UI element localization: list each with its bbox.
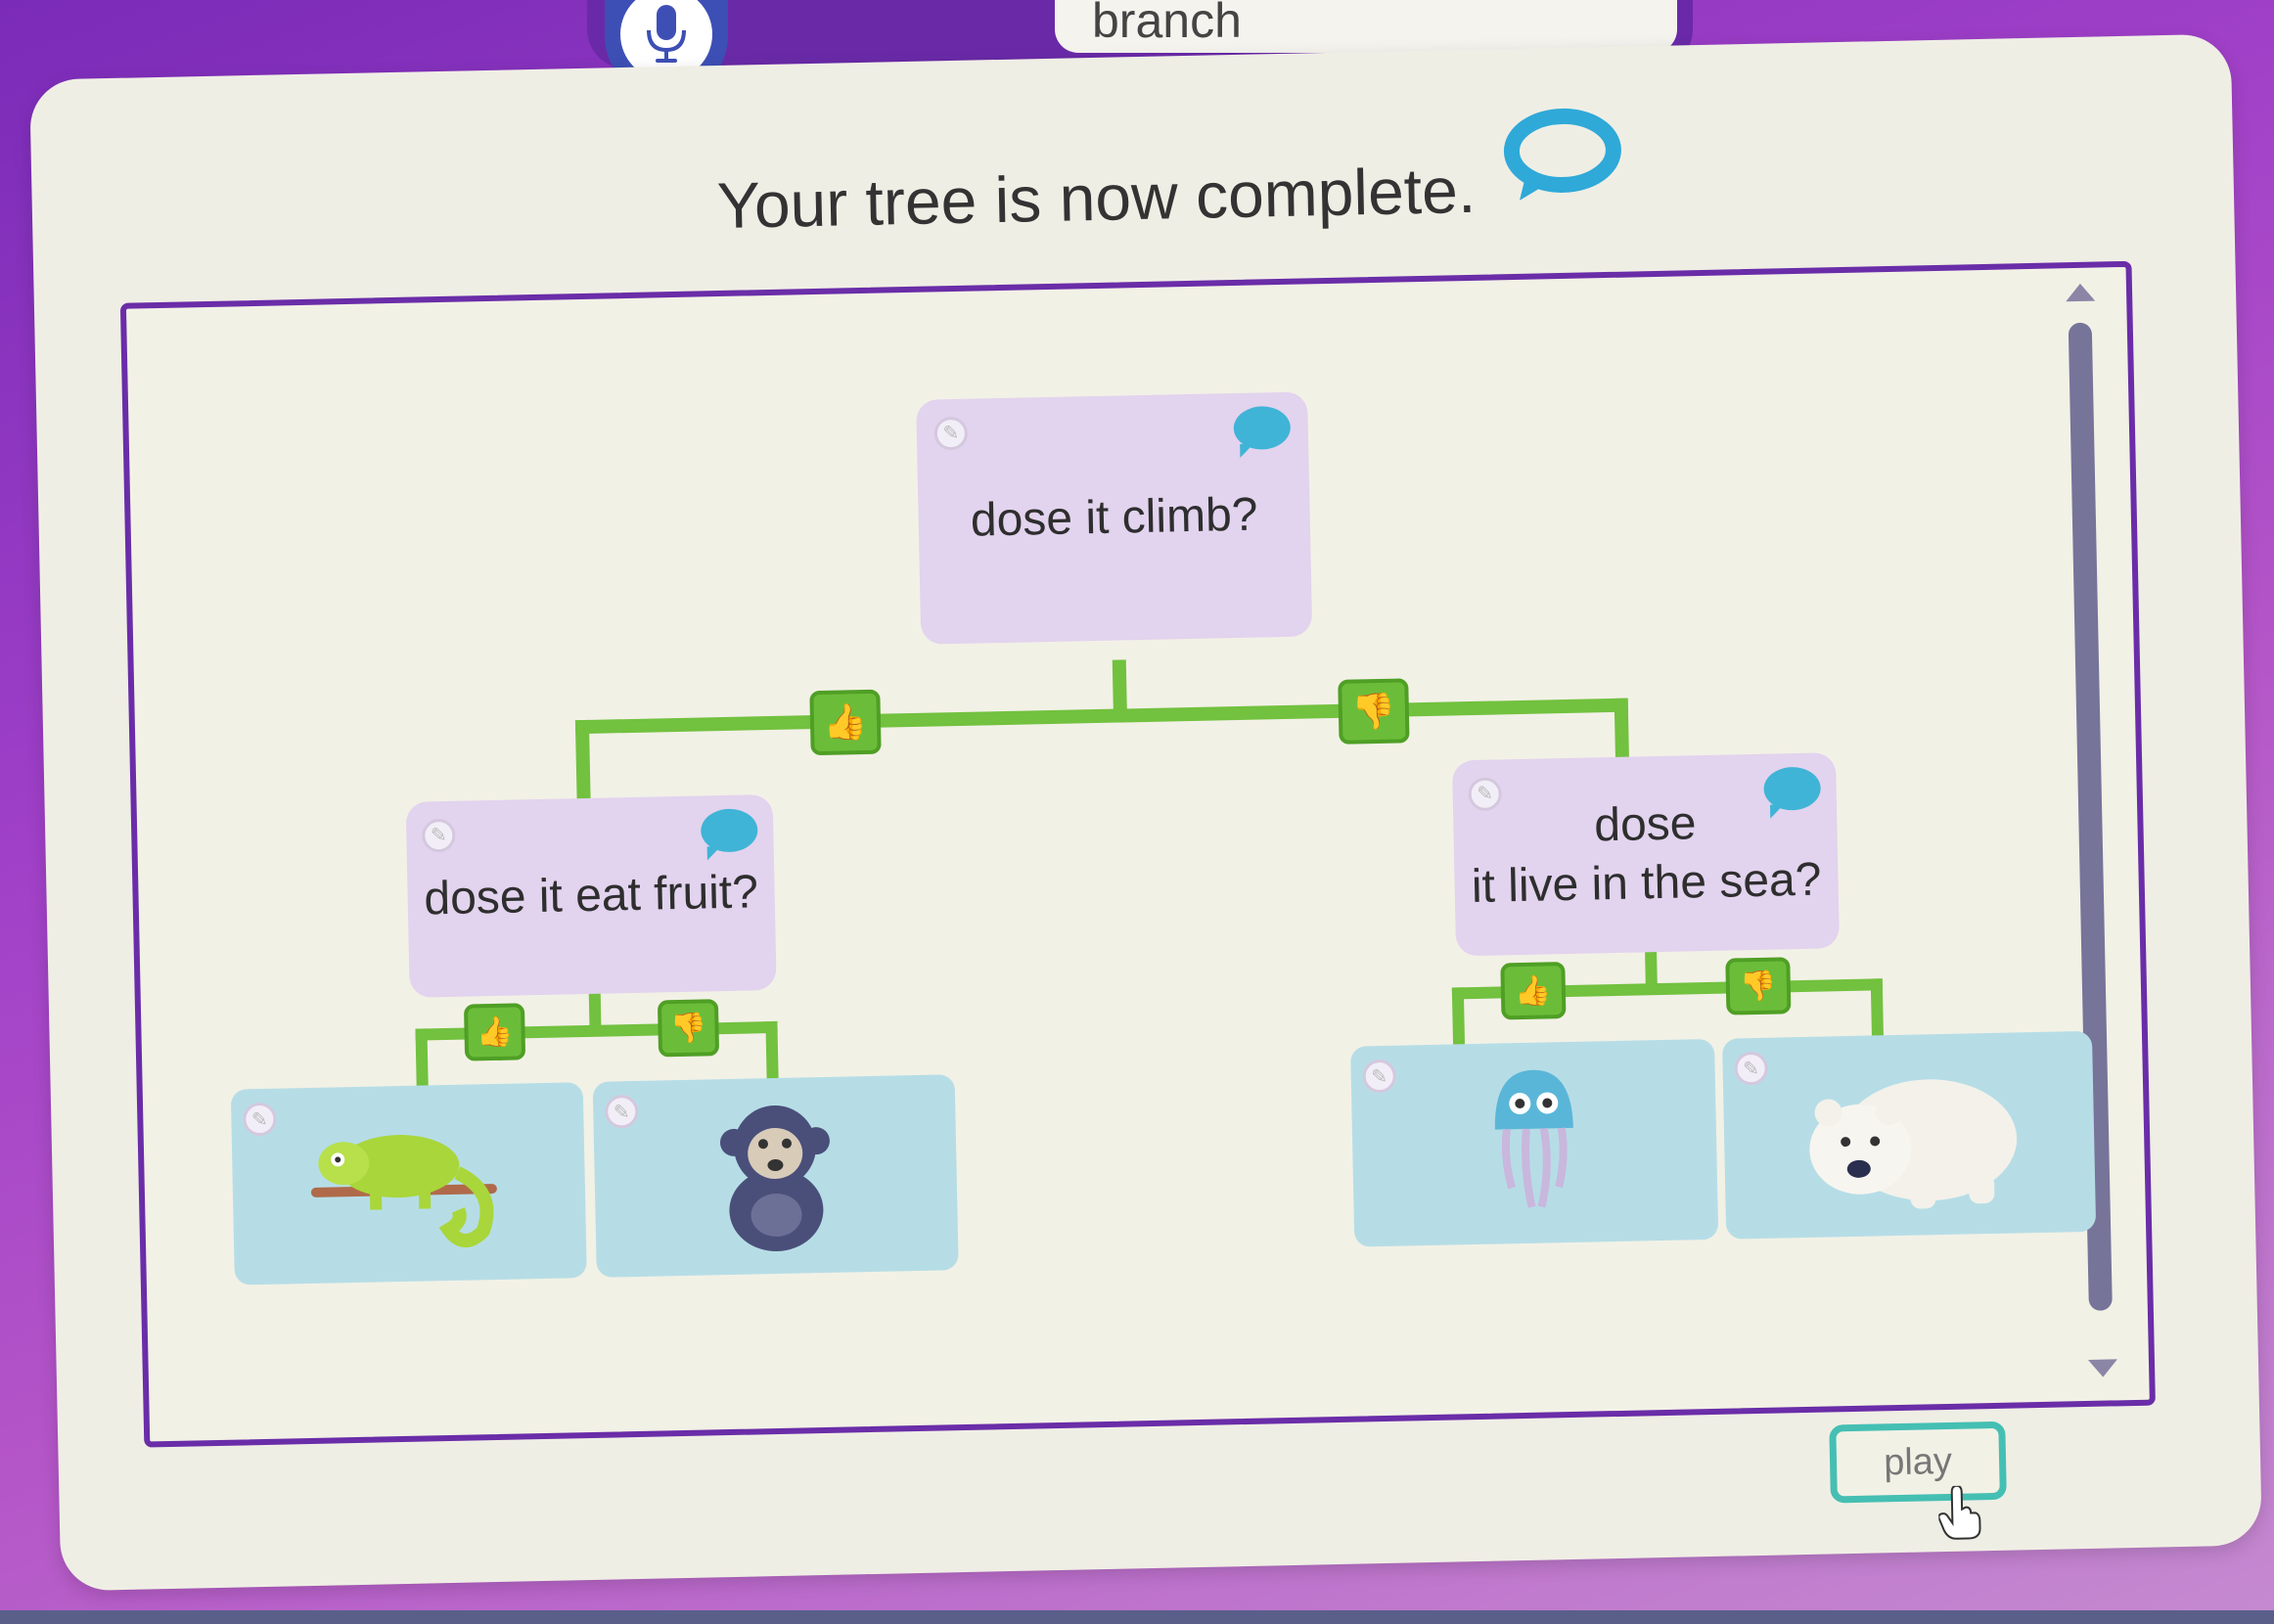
no-branch-button[interactable]: 👎	[1338, 678, 1410, 744]
speech-bubble-icon[interactable]	[1498, 101, 1627, 216]
page-title: Your tree is now complete.	[716, 153, 1477, 243]
node-question: dose it eat fruit?	[423, 866, 759, 925]
tree-node-root[interactable]: ✎ dose it climb?	[916, 391, 1313, 645]
yes-branch-button[interactable]: 👍	[463, 1003, 526, 1061]
leaf-jellyfish[interactable]: ✎	[1350, 1038, 1719, 1247]
edit-icon[interactable]: ✎	[933, 416, 969, 451]
tree-canvas: ✎ dose it climb? 👍 👎 ✎ dose it eat fruit…	[119, 260, 2156, 1448]
leaf-chameleon[interactable]: ✎	[230, 1082, 587, 1286]
thumbs-down-icon: 👎	[1351, 690, 1396, 732]
node-question: dose it climb?	[970, 488, 1258, 547]
chameleon-icon	[310, 1135, 497, 1248]
speech-icon[interactable]	[700, 808, 758, 853]
edit-icon[interactable]: ✎	[1468, 777, 1503, 812]
thumbs-down-icon: 👎	[1739, 970, 1777, 1003]
tree-node-left[interactable]: ✎ dose it eat fruit?	[405, 793, 777, 998]
yes-branch-button[interactable]: 👍	[809, 689, 882, 756]
thumbs-up-icon: 👍	[1514, 973, 1552, 1008]
yes-branch-button[interactable]: 👍	[1500, 962, 1567, 1020]
edit-icon[interactable]: ✎	[421, 818, 456, 853]
node-question-line1: dose	[1593, 797, 1697, 852]
edit-icon[interactable]: ✎	[1362, 1059, 1397, 1094]
edit-icon[interactable]: ✎	[604, 1094, 639, 1129]
thumbs-up-icon: 👍	[476, 1015, 514, 1049]
leaf-monkey[interactable]: ✎	[592, 1074, 959, 1278]
scroll-down-arrow-icon[interactable]	[2087, 1359, 2118, 1377]
node-question-line2: it live in the sea?	[1471, 853, 1822, 914]
no-branch-button[interactable]: 👎	[657, 999, 720, 1058]
connector-left-down	[574, 719, 591, 809]
tree-node-right[interactable]: ✎ dose it live in the sea?	[1451, 752, 1841, 957]
edit-icon[interactable]: ✎	[1734, 1051, 1768, 1086]
hand-cursor-icon	[1937, 1484, 1982, 1546]
speech-icon[interactable]	[1763, 766, 1822, 811]
monkey-icon	[719, 1105, 830, 1251]
thumbs-down-icon: 👎	[669, 1011, 707, 1045]
main-panel: Your tree is now complete. ✎ dose i	[29, 33, 2262, 1592]
polar-bear-icon	[1809, 1078, 2018, 1209]
leaf-polar-bear[interactable]: ✎	[1721, 1030, 2097, 1240]
edit-icon[interactable]: ✎	[243, 1102, 277, 1137]
no-branch-button[interactable]: 👎	[1725, 957, 1792, 1015]
bottom-edge	[0, 1610, 2274, 1624]
thumbs-up-icon: 👍	[823, 700, 868, 743]
jellyfish-icon	[1494, 1069, 1573, 1208]
speech-icon[interactable]	[1233, 405, 1292, 451]
search-input[interactable]: branch	[1055, 0, 1677, 53]
scroll-up-arrow-icon[interactable]	[2065, 283, 2096, 302]
connector-root-horizontal	[574, 698, 1628, 735]
microphone-button[interactable]	[605, 0, 728, 98]
